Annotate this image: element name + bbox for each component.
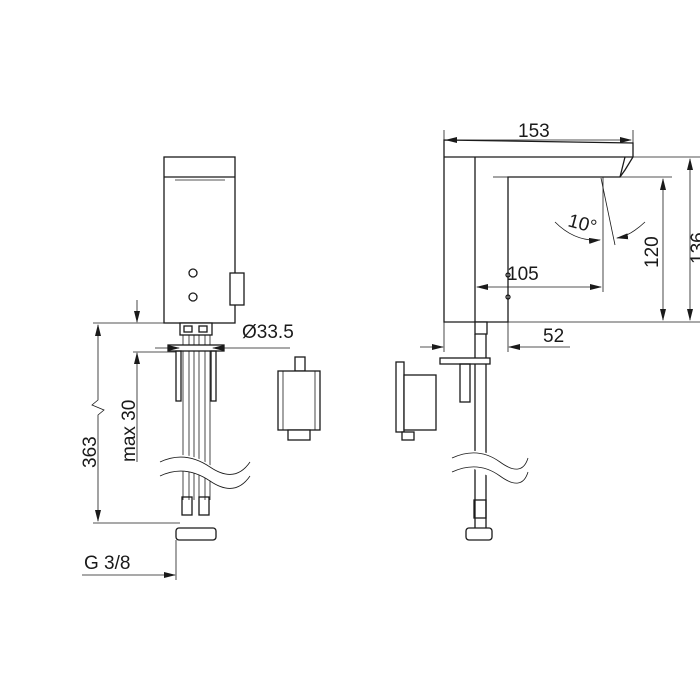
side-knob [229, 272, 245, 306]
dim-outlet-height: 120 [642, 236, 663, 268]
sensor-window-icon [188, 268, 198, 278]
dim-height-total: 363 [80, 436, 101, 468]
dim-base-offset: 52 [543, 326, 564, 347]
sensor-window-icon [188, 292, 198, 302]
mounting-plate-side [439, 357, 491, 365]
control-box-front [277, 356, 321, 441]
faucet-body-side [443, 139, 634, 323]
dim-total-height: 136 [688, 232, 700, 264]
dim-max-thickness: max 30 [119, 400, 140, 462]
front-view: 363 max 30 Ø33.5 G 3/8 [80, 156, 294, 580]
connection-nut [175, 527, 217, 541]
dim-spout-length: 153 [518, 121, 550, 142]
dim-hole-diameter: Ø33.5 [242, 322, 294, 343]
dim-connection-thread: G 3/8 [84, 553, 130, 574]
side-view: 153 136 120 105 10° 52 [395, 121, 700, 541]
faucet-body-front [163, 156, 236, 324]
dim-spout-reach: 105 [507, 264, 539, 285]
